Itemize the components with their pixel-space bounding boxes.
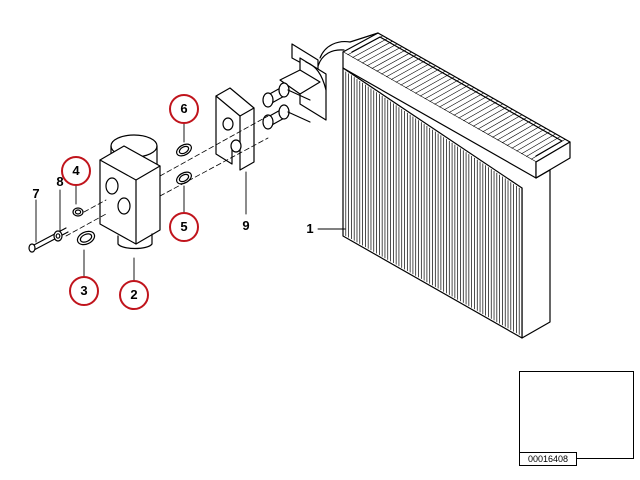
o-ring-5 bbox=[176, 171, 192, 185]
expansion-valve bbox=[99, 134, 161, 250]
callout-7: 7 bbox=[32, 186, 40, 201]
callout-2: 2 bbox=[119, 280, 149, 310]
hatch-line bbox=[357, 40, 393, 61]
hatch-line bbox=[497, 119, 532, 141]
hatch-line bbox=[371, 49, 408, 69]
hatch-line bbox=[429, 81, 465, 102]
hatch-line bbox=[444, 89, 480, 111]
hatch-line bbox=[415, 73, 451, 94]
hatch-line bbox=[400, 65, 436, 86]
callout-5: 5 bbox=[169, 212, 199, 242]
hatch-line bbox=[477, 109, 513, 130]
callout-1: 1 bbox=[306, 221, 314, 236]
header-hatching bbox=[347, 35, 566, 160]
hatch-line bbox=[521, 133, 556, 155]
hatch-line bbox=[395, 62, 432, 83]
hatch-line bbox=[487, 114, 523, 135]
evaporator-fins bbox=[345, 71, 520, 335]
callout-9: 9 bbox=[242, 218, 250, 233]
hatch-line bbox=[424, 79, 460, 100]
hatch-line bbox=[468, 103, 504, 124]
hatch-line bbox=[463, 100, 499, 122]
diagram-code: 00016408 bbox=[519, 452, 577, 466]
hatch-line bbox=[516, 130, 552, 152]
hatch-line bbox=[511, 128, 547, 149]
o-ring-6 bbox=[176, 143, 192, 157]
hatch-line bbox=[366, 46, 403, 67]
callout-8: 8 bbox=[56, 174, 64, 189]
bracket-plate bbox=[215, 87, 255, 171]
hatch-line bbox=[458, 98, 494, 119]
hatch-line bbox=[376, 51, 412, 72]
o-ring-3 bbox=[76, 230, 96, 246]
hatch-line bbox=[410, 70, 446, 91]
callout-4: 4 bbox=[61, 156, 91, 186]
o-ring-4 bbox=[72, 207, 84, 217]
evaporator-core bbox=[342, 32, 571, 339]
hatch-line bbox=[386, 57, 422, 78]
hatch-line bbox=[381, 54, 417, 75]
hatch-line bbox=[492, 117, 528, 138]
hatch-line bbox=[347, 35, 384, 56]
hatch-line bbox=[526, 136, 561, 157]
hatch-line bbox=[501, 122, 537, 144]
hatch-line bbox=[472, 106, 508, 127]
hatch-line bbox=[434, 84, 470, 105]
hatch-line bbox=[419, 76, 456, 97]
callout-3: 3 bbox=[69, 276, 99, 306]
hatch-line bbox=[405, 68, 441, 89]
bolt-and-washer bbox=[28, 227, 69, 253]
hatch-line bbox=[453, 95, 489, 116]
location-thumbnail bbox=[519, 371, 634, 459]
callout-6: 6 bbox=[169, 94, 199, 124]
evaporator-pipes bbox=[262, 32, 379, 130]
hatch-line bbox=[352, 38, 388, 58]
assembly-lines bbox=[65, 115, 269, 237]
hatch-line bbox=[482, 111, 518, 133]
hatch-line bbox=[448, 92, 484, 113]
hatch-line bbox=[530, 138, 566, 160]
hatch-line bbox=[361, 43, 398, 64]
hatch-line bbox=[390, 59, 427, 80]
hatch-line bbox=[506, 125, 542, 146]
hatch-line bbox=[439, 87, 475, 108]
